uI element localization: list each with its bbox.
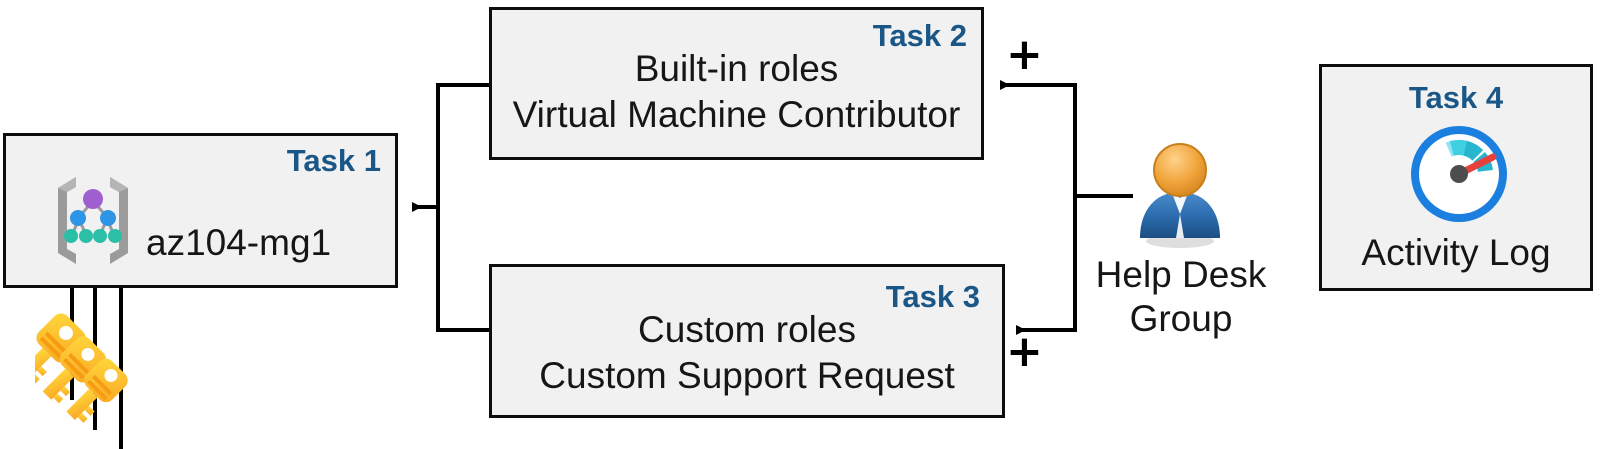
keys-icon	[18, 310, 147, 440]
task-4-box[interactable]: Task 4 Activity Log	[1319, 64, 1593, 291]
task-4-label: Activity Log	[1361, 232, 1551, 273]
persona-label: Help Desk Group	[1095, 254, 1267, 339]
activity-log-gauge-icon	[1408, 123, 1510, 225]
management-group-icon	[50, 173, 136, 267]
task-3-text: Custom roles Custom Support Request	[539, 309, 955, 396]
task-3-box[interactable]: Task 3 Custom roles Custom Support Reque…	[489, 264, 1005, 418]
plus-operator-top: +	[1006, 29, 1043, 80]
task-1-title: az104-mg1	[146, 222, 332, 263]
user-group-icon	[1130, 140, 1230, 252]
task-1-box[interactable]: Task 1 az104-mg1	[3, 133, 398, 288]
task-3-tag: Task 3	[885, 279, 980, 314]
task-1-tag: Task 1	[286, 143, 381, 178]
connector-tasks-to-mg	[412, 83, 489, 332]
task-2-box[interactable]: Task 2 Built-in roles Virtual Machine Co…	[489, 7, 984, 160]
plus-operator-bottom: +	[1006, 326, 1043, 377]
task-2-text: Built-in roles Virtual Machine Contribut…	[512, 48, 961, 135]
task-4-tag: Task 4	[1408, 80, 1504, 115]
task-2-tag: Task 2	[872, 18, 967, 53]
